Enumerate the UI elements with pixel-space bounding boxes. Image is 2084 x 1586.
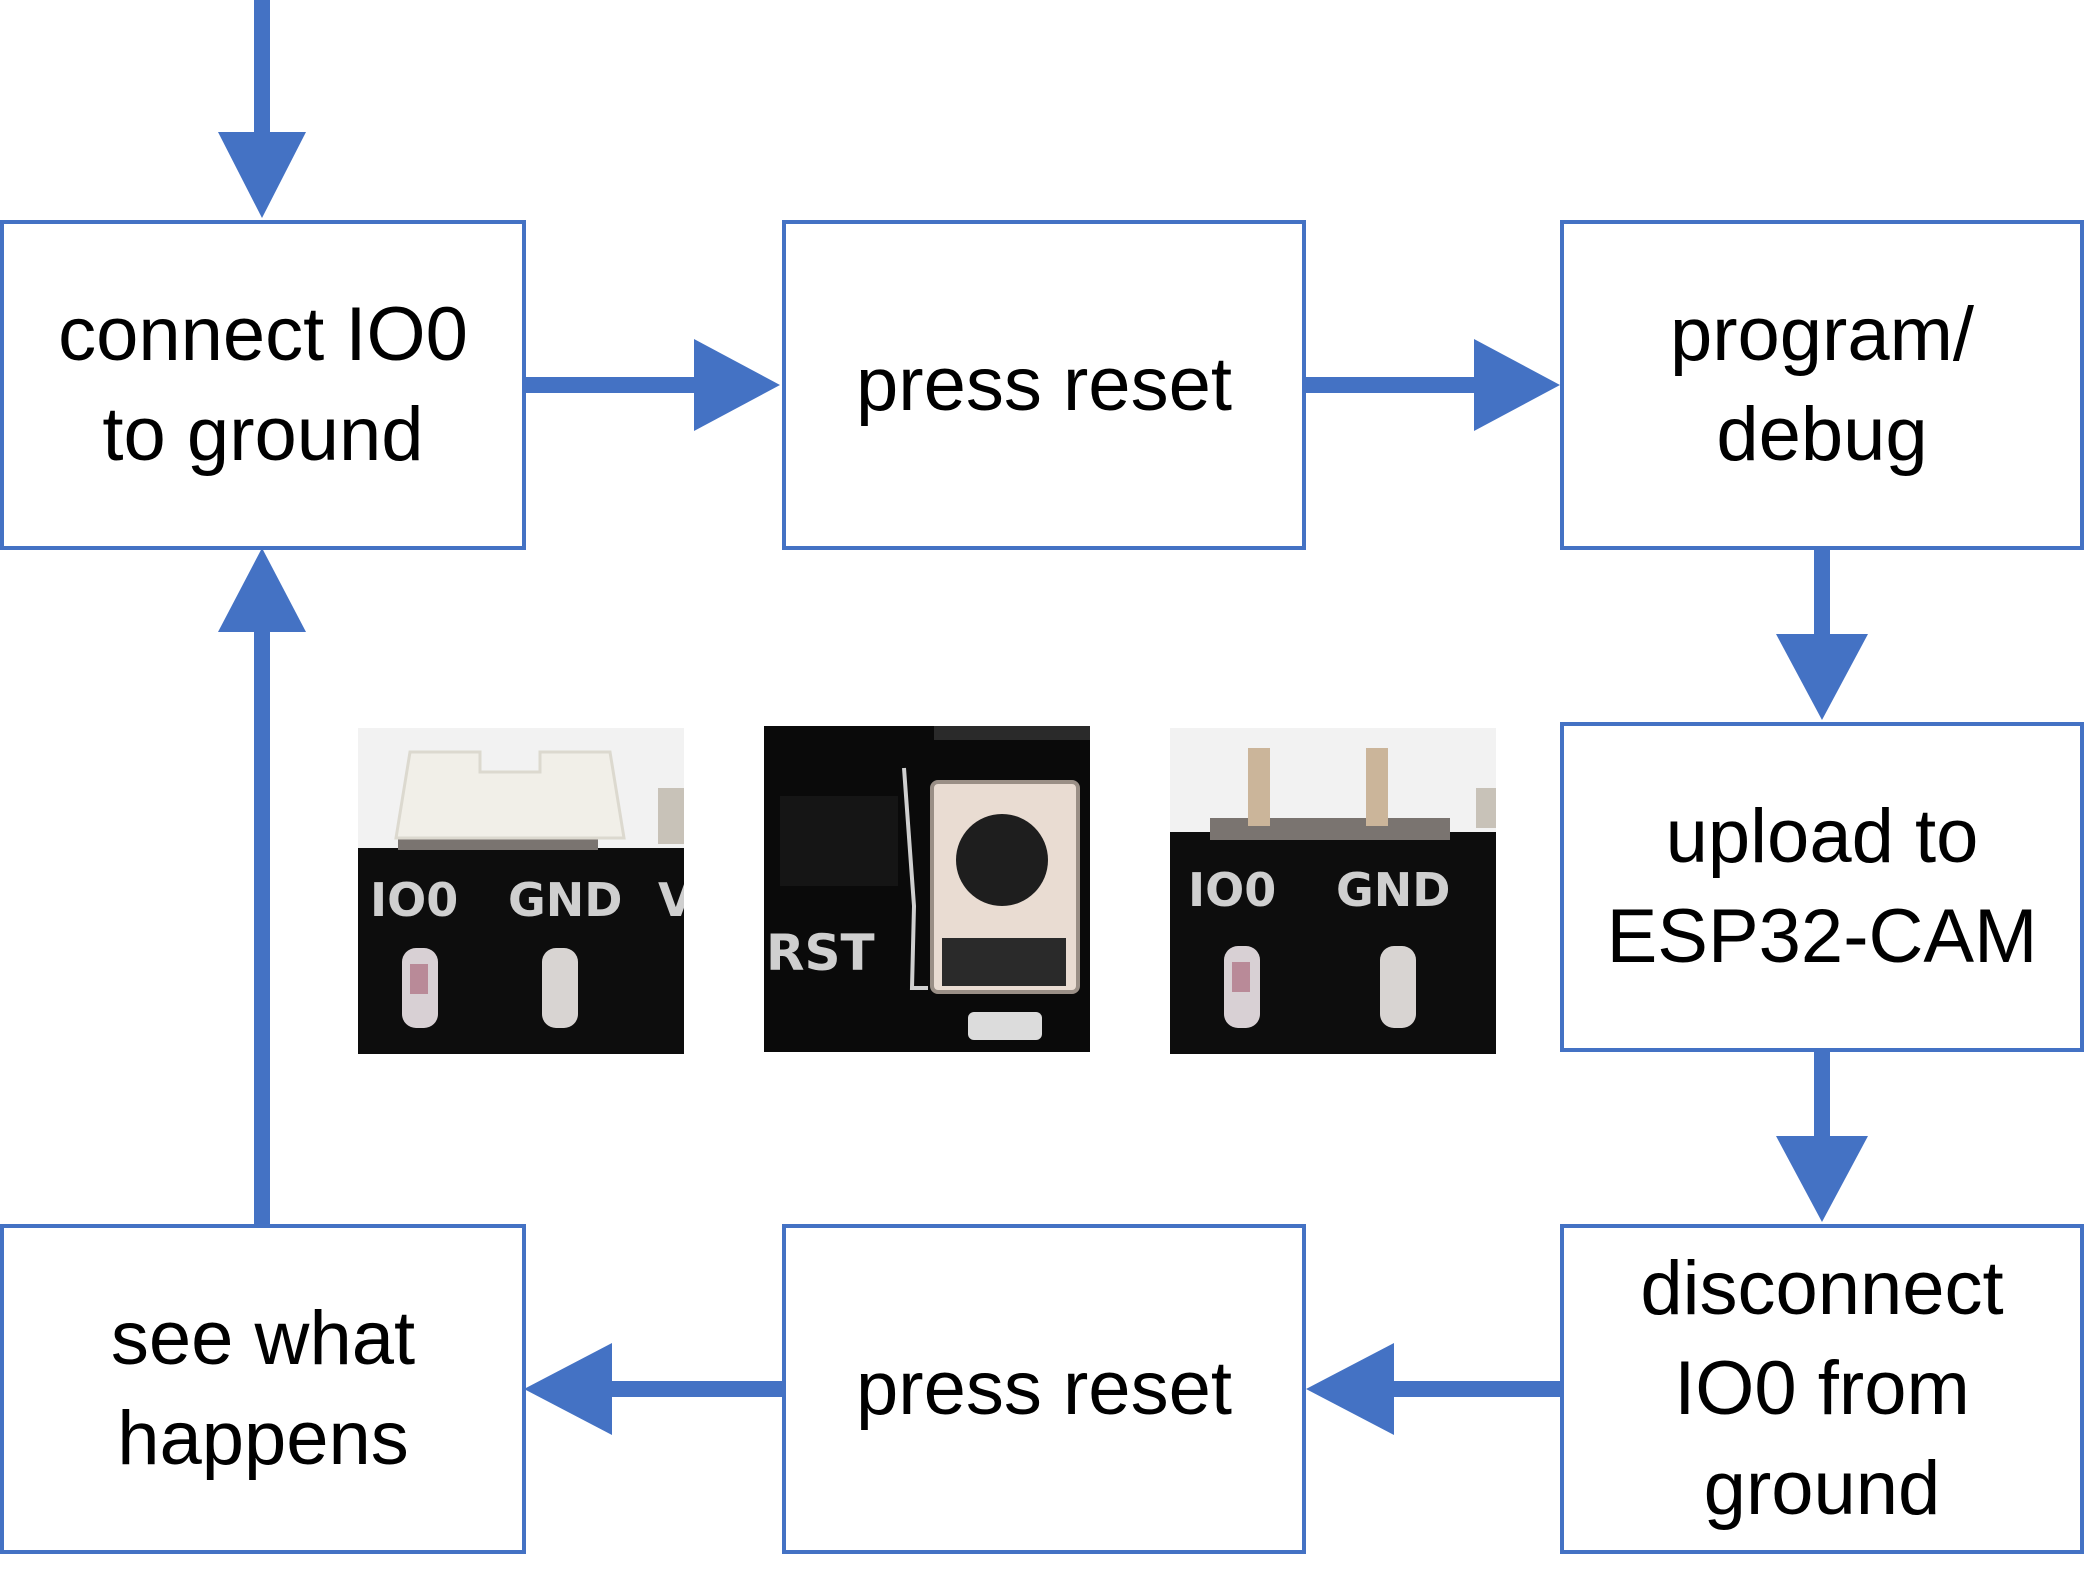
step-upload-label: upload to ESP32-CAM [1606, 794, 2038, 979]
photo-open-svg: IO0 GND [1170, 728, 1496, 1054]
photo-jumper-svg: IO0 GND V [358, 728, 684, 1054]
photo-jumper-connected: IO0 GND V [358, 728, 684, 1054]
arrow-reset-to-program-head [1474, 339, 1560, 431]
arrow-see-to-connect-head [218, 548, 306, 632]
jumper-label-gnd: GND [508, 873, 622, 927]
step-upload: upload to ESP32-CAM [1560, 722, 2084, 1052]
jumper-cap [394, 750, 626, 840]
open-label-gnd: GND [1336, 863, 1450, 917]
arrow-disconnect-to-reset-shaft [1390, 1381, 1564, 1397]
header-pin-io0 [1248, 748, 1270, 826]
step-see-what-happens: see what happens [0, 1224, 526, 1554]
arrow-reset-to-program-shaft [1305, 377, 1481, 393]
arrow-connect-to-reset-head [694, 339, 780, 431]
step-disconnect-io0-label: disconnect IO0 from ground [1640, 1246, 2004, 1531]
arrow-upload-to-disconnect-head [1776, 1136, 1868, 1222]
photo-reset-button: RST [764, 726, 1090, 1052]
step-press-reset-top-label: press reset [856, 342, 1232, 427]
header-pin-gnd [1366, 748, 1388, 826]
arrow-upload-to-disconnect-shaft [1814, 1052, 1830, 1140]
photo-jumper-removed: IO0 GND [1170, 728, 1496, 1054]
arrow-disconnect-to-reset-head [1306, 1343, 1394, 1435]
step-program-debug: program/ debug [1560, 220, 2084, 550]
step-press-reset-top: press reset [782, 220, 1306, 550]
arrow-see-to-connect-shaft [254, 624, 270, 1228]
step-press-reset-bottom: press reset [782, 1224, 1306, 1554]
arrow-reset-to-see-head [524, 1343, 612, 1435]
reset-label-rst: RST [766, 924, 875, 982]
jumper-label-edge: V [658, 873, 684, 927]
tactile-switch-button [956, 814, 1048, 906]
photo-reset-svg: RST [764, 726, 1090, 1052]
step-press-reset-bottom-label: press reset [856, 1346, 1232, 1431]
entry-arrow-head [218, 132, 306, 218]
arrow-reset-to-see-shaft [608, 1381, 782, 1397]
jumper-label-io0: IO0 [370, 873, 458, 927]
arrow-program-to-upload-head [1776, 634, 1868, 720]
step-disconnect-io0: disconnect IO0 from ground [1560, 1224, 2084, 1554]
arrow-connect-to-reset-shaft [524, 377, 700, 393]
step-connect-io0: connect IO0 to ground [0, 220, 526, 550]
step-connect-io0-label: connect IO0 to ground [58, 292, 468, 477]
open-label-io0: IO0 [1188, 863, 1276, 917]
arrow-program-to-upload-shaft [1814, 550, 1830, 638]
entry-arrow-shaft [254, 0, 270, 134]
step-see-what-happens-label: see what happens [110, 1296, 416, 1481]
step-program-debug-label: program/ debug [1669, 292, 1975, 477]
